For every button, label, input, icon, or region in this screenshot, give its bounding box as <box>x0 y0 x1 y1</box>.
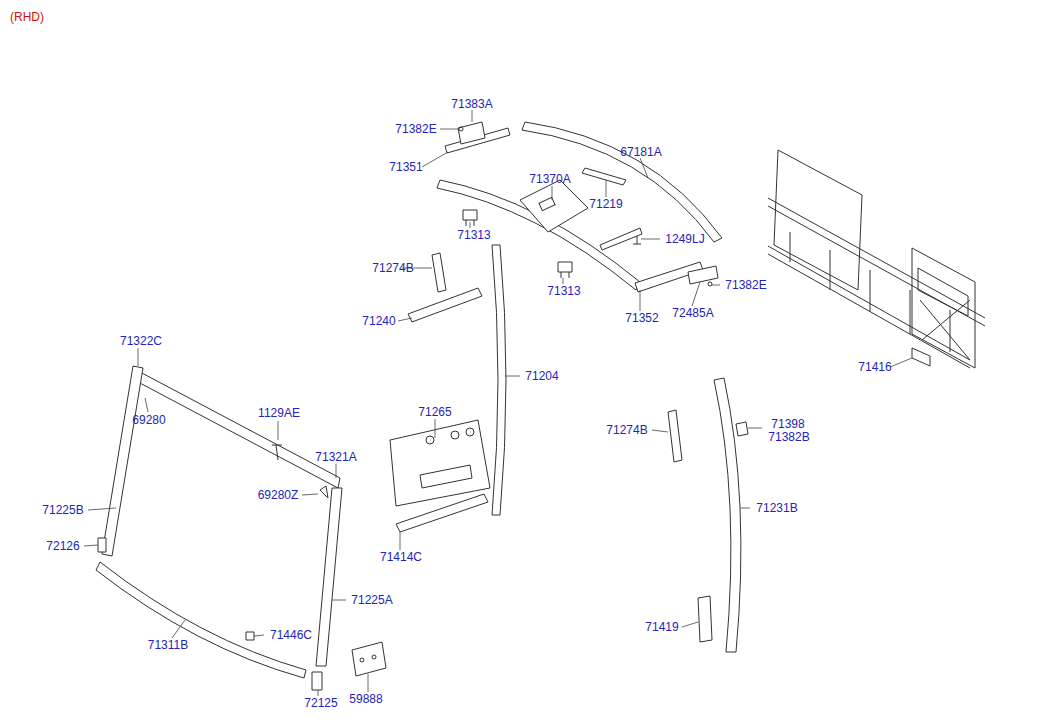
callout-number: 67181A <box>620 145 661 159</box>
callout-number: 71274B <box>606 423 647 437</box>
callout-number: 71382E <box>725 278 766 292</box>
callout-number: 71240 <box>362 314 395 328</box>
callout-number: 71414C <box>380 550 422 564</box>
callout-number: 71313 <box>457 228 490 242</box>
callout-number: 71204 <box>525 369 558 383</box>
callout-number: 71225A <box>351 593 392 607</box>
callout-number: 71419 <box>645 620 678 634</box>
callout-number: 59888 <box>349 692 382 706</box>
callout-number: 71382E <box>395 122 436 136</box>
callout-number: 1129AE <box>258 406 300 420</box>
callout-number: 71225B <box>42 503 83 517</box>
callout-number: 71446C <box>270 628 312 642</box>
callout-number: 71382B <box>768 430 809 444</box>
callout-number: 71383A <box>451 97 492 111</box>
drive-note: (RHD) <box>10 10 44 24</box>
callout-number: 72125 <box>304 696 337 710</box>
callout-number: 72485A <box>672 306 713 320</box>
callout-number: 72126 <box>46 539 79 553</box>
callout-number: 71416 <box>858 360 891 374</box>
callout-number: 71231B <box>756 501 797 515</box>
callout-number: 71322C <box>120 334 162 348</box>
callout-number: 71352 <box>625 311 658 325</box>
callout-number: 71311B <box>148 638 188 652</box>
callout-number: 71313 <box>547 284 580 298</box>
callout-number: 71321A <box>315 450 356 464</box>
callout-number: 71398 <box>771 417 804 431</box>
callout-number: 1249LJ <box>665 232 704 246</box>
callout-number: 69280 <box>132 413 165 427</box>
callout-number: 71370A <box>529 172 570 186</box>
callout-number: 71351 <box>389 160 422 174</box>
callout-number: 71274B <box>372 261 413 275</box>
callout-number: 71265 <box>418 405 451 419</box>
callout-number: 69280Z <box>258 488 299 502</box>
callout-number: 71219 <box>589 197 622 211</box>
